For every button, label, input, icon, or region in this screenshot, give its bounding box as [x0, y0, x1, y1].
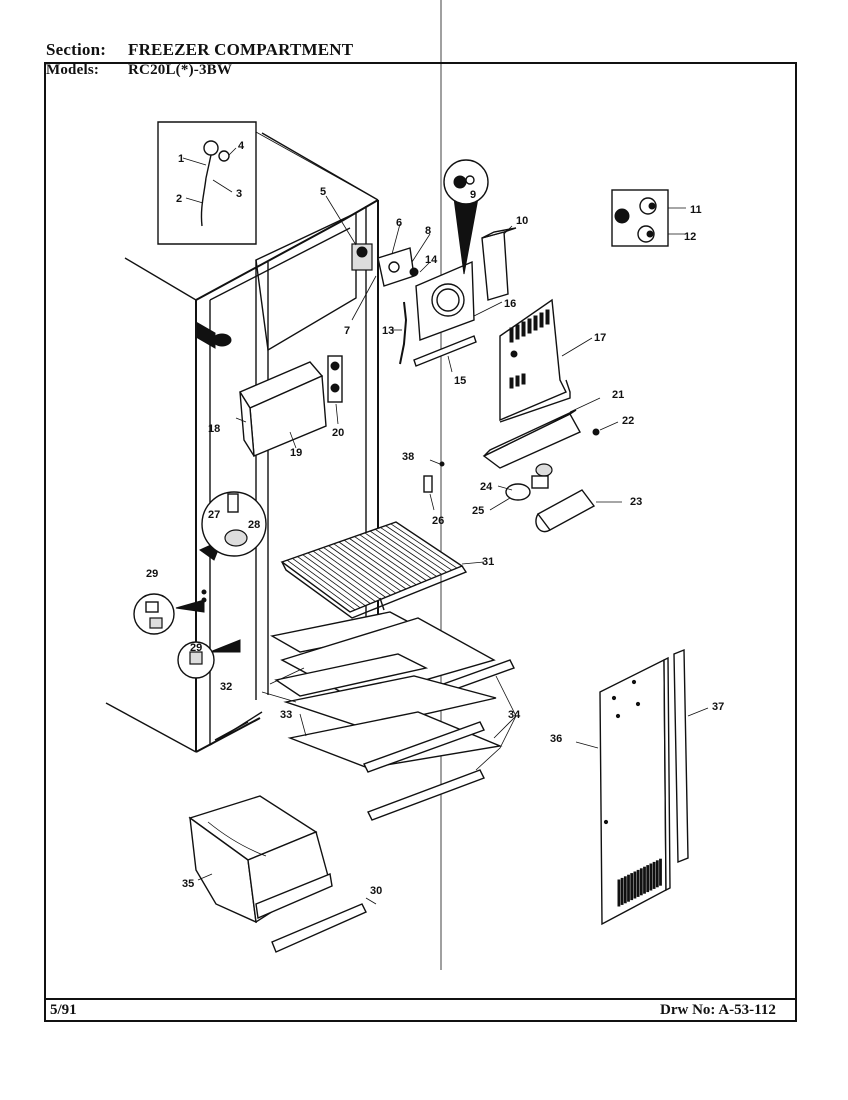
vent-slot	[617, 879, 621, 907]
callout-6: 6	[396, 217, 402, 229]
vent-slot	[659, 858, 662, 886]
light-socket-inset	[611, 189, 686, 247]
shelf-wire	[328, 545, 397, 594]
callout-33: 33	[280, 709, 292, 721]
shelf-wire	[338, 541, 407, 590]
shelf-clip-inset-upper	[133, 589, 207, 635]
vent-slot	[649, 863, 653, 891]
callout-34: 34	[508, 709, 521, 721]
wire-shelf	[280, 521, 485, 619]
diagram-frame	[44, 62, 797, 1022]
control-assembly	[325, 159, 517, 373]
callout-14: 14	[425, 254, 438, 266]
callout-8: 8	[425, 225, 431, 237]
callout-31: 31	[482, 556, 494, 568]
shelf-wire	[318, 548, 386, 598]
shelf-wire	[369, 530, 437, 577]
callout-22: 22	[622, 415, 634, 427]
shelf-wire	[297, 556, 366, 607]
callout-12: 12	[684, 231, 696, 243]
shelf-wire	[390, 523, 458, 569]
shelf-wire	[302, 554, 371, 604]
section-title: FREEZER COMPARTMENT	[128, 40, 354, 59]
callout-30: 30	[370, 885, 382, 897]
callout-36: 36	[550, 733, 562, 745]
shelf-wire	[333, 543, 402, 592]
shelf-wire	[349, 538, 417, 586]
shelf-wire	[364, 532, 432, 579]
fan-bracket	[482, 397, 619, 469]
models-value: RC20L(*)-3BW	[128, 62, 233, 78]
shelf-wire	[380, 527, 447, 573]
callout-21: 21	[612, 389, 624, 401]
callout-27: 27	[208, 509, 220, 521]
vent-slot	[655, 860, 659, 888]
callout-28: 28	[248, 519, 260, 531]
light-assembly	[489, 463, 622, 533]
callout-26: 26	[432, 515, 444, 527]
callout-16: 16	[504, 298, 516, 310]
evaporator-cover	[499, 298, 593, 423]
rear-panel	[575, 648, 709, 926]
shelf-wire	[354, 536, 422, 584]
vent-slot	[652, 861, 656, 889]
footer-divider	[44, 998, 797, 1000]
shelf-wire	[375, 528, 442, 575]
drawing-number: Drw No: A-53-112	[660, 1002, 776, 1018]
callout-13: 13	[382, 325, 394, 337]
models-label: Models:	[46, 62, 100, 78]
shelf-wire	[307, 552, 376, 602]
shelf-wire	[312, 550, 381, 600]
callout-29-lower: 29	[190, 642, 202, 654]
callout-18: 18	[208, 423, 220, 435]
shelf-clip-inset-lower	[177, 639, 241, 679]
callout-15: 15	[454, 375, 466, 387]
shelf-support-inset	[199, 491, 267, 561]
callout-10: 10	[516, 215, 528, 227]
vent-slot	[646, 865, 650, 893]
callout-32: 32	[220, 681, 232, 693]
control-panel	[235, 355, 343, 458]
callout-29-upper: 29	[146, 568, 158, 580]
shelf-wire	[343, 539, 412, 588]
callout-24: 24	[480, 481, 493, 493]
callout-1: 1	[178, 153, 184, 165]
callout-labels: 1 2 3 4 5 6 7 8 9 10 11 12 13 14 15 16 1…	[146, 140, 724, 897]
callout-4: 4	[238, 140, 245, 152]
callout-7: 7	[344, 325, 350, 337]
callout-5: 5	[320, 186, 326, 198]
callout-19: 19	[290, 447, 302, 459]
vent-slot	[630, 873, 634, 901]
footer-date: 5/91	[50, 1002, 77, 1018]
callout-37: 37	[712, 701, 724, 713]
callout-38: 38	[402, 451, 414, 463]
callout-9: 9	[470, 189, 476, 201]
shelf-wire	[385, 525, 453, 571]
callout-25: 25	[472, 505, 484, 517]
freezer-bin	[188, 795, 377, 953]
callout-11: 11	[690, 204, 702, 216]
thermostat-detail-inset	[157, 121, 257, 245]
callout-35: 35	[182, 878, 194, 890]
shelf-wire	[286, 559, 356, 611]
vent-slot	[643, 866, 646, 894]
shelf-wire	[292, 558, 361, 609]
callout-3: 3	[236, 188, 242, 200]
glass-shelves	[261, 611, 517, 821]
vent-slot	[627, 874, 630, 902]
thermostat-bulb-clip	[423, 459, 445, 511]
shelf-wire	[359, 534, 427, 581]
vent-slot	[633, 871, 637, 899]
callout-20: 20	[332, 427, 344, 439]
callout-17: 17	[594, 332, 606, 344]
callout-23: 23	[630, 496, 642, 508]
section-label: Section:	[46, 40, 107, 59]
vent-slot	[620, 877, 624, 905]
callout-2: 2	[176, 193, 182, 205]
vent-slot	[623, 876, 627, 904]
shelf-wire	[323, 547, 391, 596]
vent-slot	[636, 869, 640, 897]
vent-slot	[639, 868, 643, 896]
